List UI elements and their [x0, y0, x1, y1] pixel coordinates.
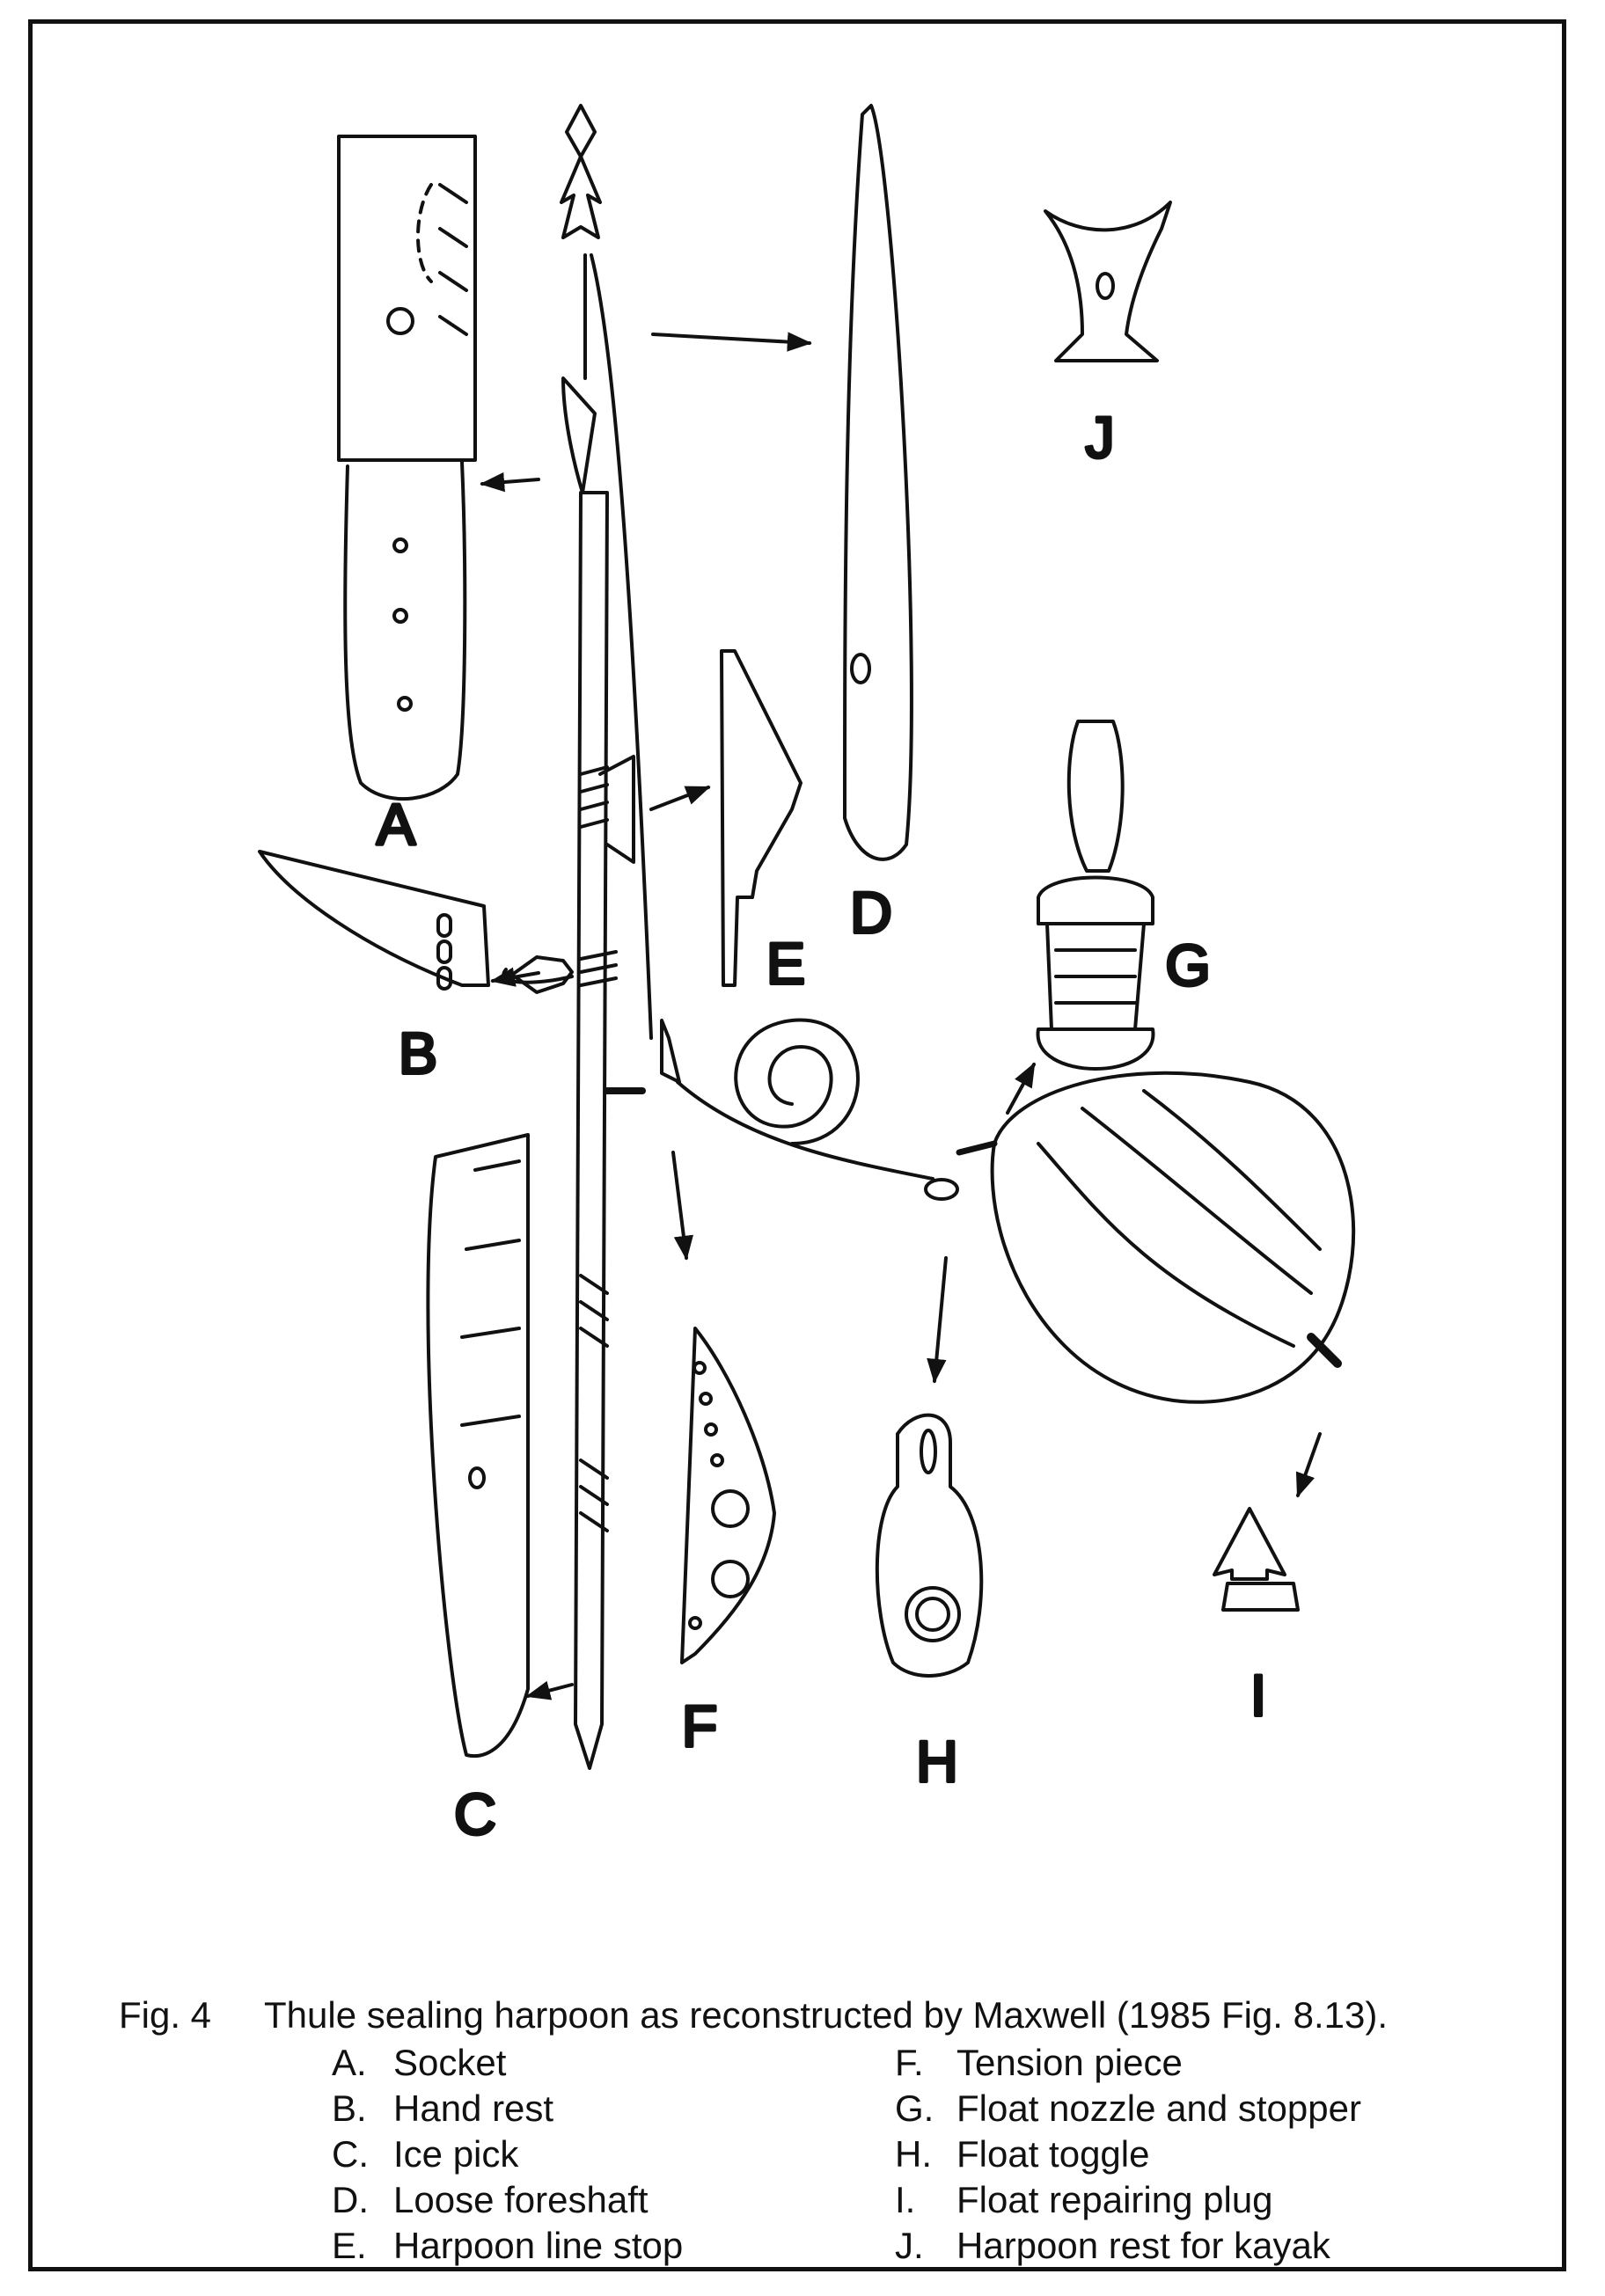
label-b: B: [399, 1020, 437, 1086]
caption-key-right: F.Tension piece G.Float nozzle and stopp…: [895, 2040, 1458, 2269]
float-repairing-plug-drawing: [1213, 1507, 1300, 1612]
harpoon-shaft: [510, 104, 653, 1770]
harpoon-rest-drawing: [1044, 201, 1172, 362]
key-item: I.Float repairing plug: [895, 2179, 1273, 2220]
ice-pick-arrow: [525, 1680, 574, 1700]
key-item: B.Hand rest: [332, 2088, 554, 2129]
caption-key: A.Socket B.Hand rest C.Ice pick D.Loose …: [332, 2040, 1527, 2269]
label-a: A: [377, 792, 415, 857]
foreshaft-arrow: [651, 332, 812, 352]
label-i: I: [1250, 1663, 1266, 1728]
label-d: D: [850, 880, 892, 945]
key-item: E.Harpoon line stop: [332, 2225, 684, 2266]
key-item: H.Float toggle: [895, 2133, 1150, 2175]
figure-caption: Fig. 4 Thule sealing harpoon as reconstr…: [119, 1993, 1527, 2269]
label-g: G: [1165, 932, 1210, 998]
label-e: E: [766, 931, 805, 996]
loose-foreshaft-drawing: [843, 104, 913, 861]
figure-number: Fig. 4: [119, 1994, 212, 2036]
figure-title: Thule sealing harpoon as reconstructed b…: [264, 1994, 1389, 2036]
line-stop-drawing: [720, 649, 802, 987]
tension-piece-arrow: [671, 1151, 693, 1261]
label-h: H: [916, 1729, 958, 1794]
float-nozzle-drawing: [1036, 720, 1155, 1071]
float: [956, 1071, 1356, 1404]
label-c: C: [454, 1781, 496, 1846]
socket-arrow: [480, 472, 540, 493]
harpoon-line: [660, 1018, 959, 1201]
caption-key-left: A.Socket B.Hand rest C.Ice pick D.Loose …: [332, 2040, 895, 2269]
key-item: D.Loose foreshaft: [332, 2179, 649, 2220]
line-stop-arrow: [649, 786, 711, 811]
float-toggle-arrow: [927, 1256, 948, 1384]
key-item: J.Harpoon rest for kayak: [895, 2225, 1330, 2266]
float-plug-arrow: [1295, 1432, 1322, 1498]
label-f: F: [682, 1693, 717, 1759]
socket-drawing: [337, 135, 477, 801]
key-item: G.Float nozzle and stopper: [895, 2088, 1361, 2129]
hand-rest-arrow: [490, 967, 540, 987]
key-item: C.Ice pick: [332, 2133, 519, 2175]
label-j: J: [1086, 405, 1115, 470]
float-nozzle-arrow: [1006, 1062, 1036, 1115]
hand-rest-drawing: [258, 850, 574, 991]
tension-piece-drawing: [680, 1327, 776, 1664]
figure-frame: [28, 19, 1566, 2271]
key-item: A.Socket: [332, 2042, 507, 2083]
ice-pick-drawing: [426, 1133, 530, 1759]
key-item: F.Tension piece: [895, 2042, 1183, 2083]
float-toggle-drawing: [875, 1413, 984, 1678]
